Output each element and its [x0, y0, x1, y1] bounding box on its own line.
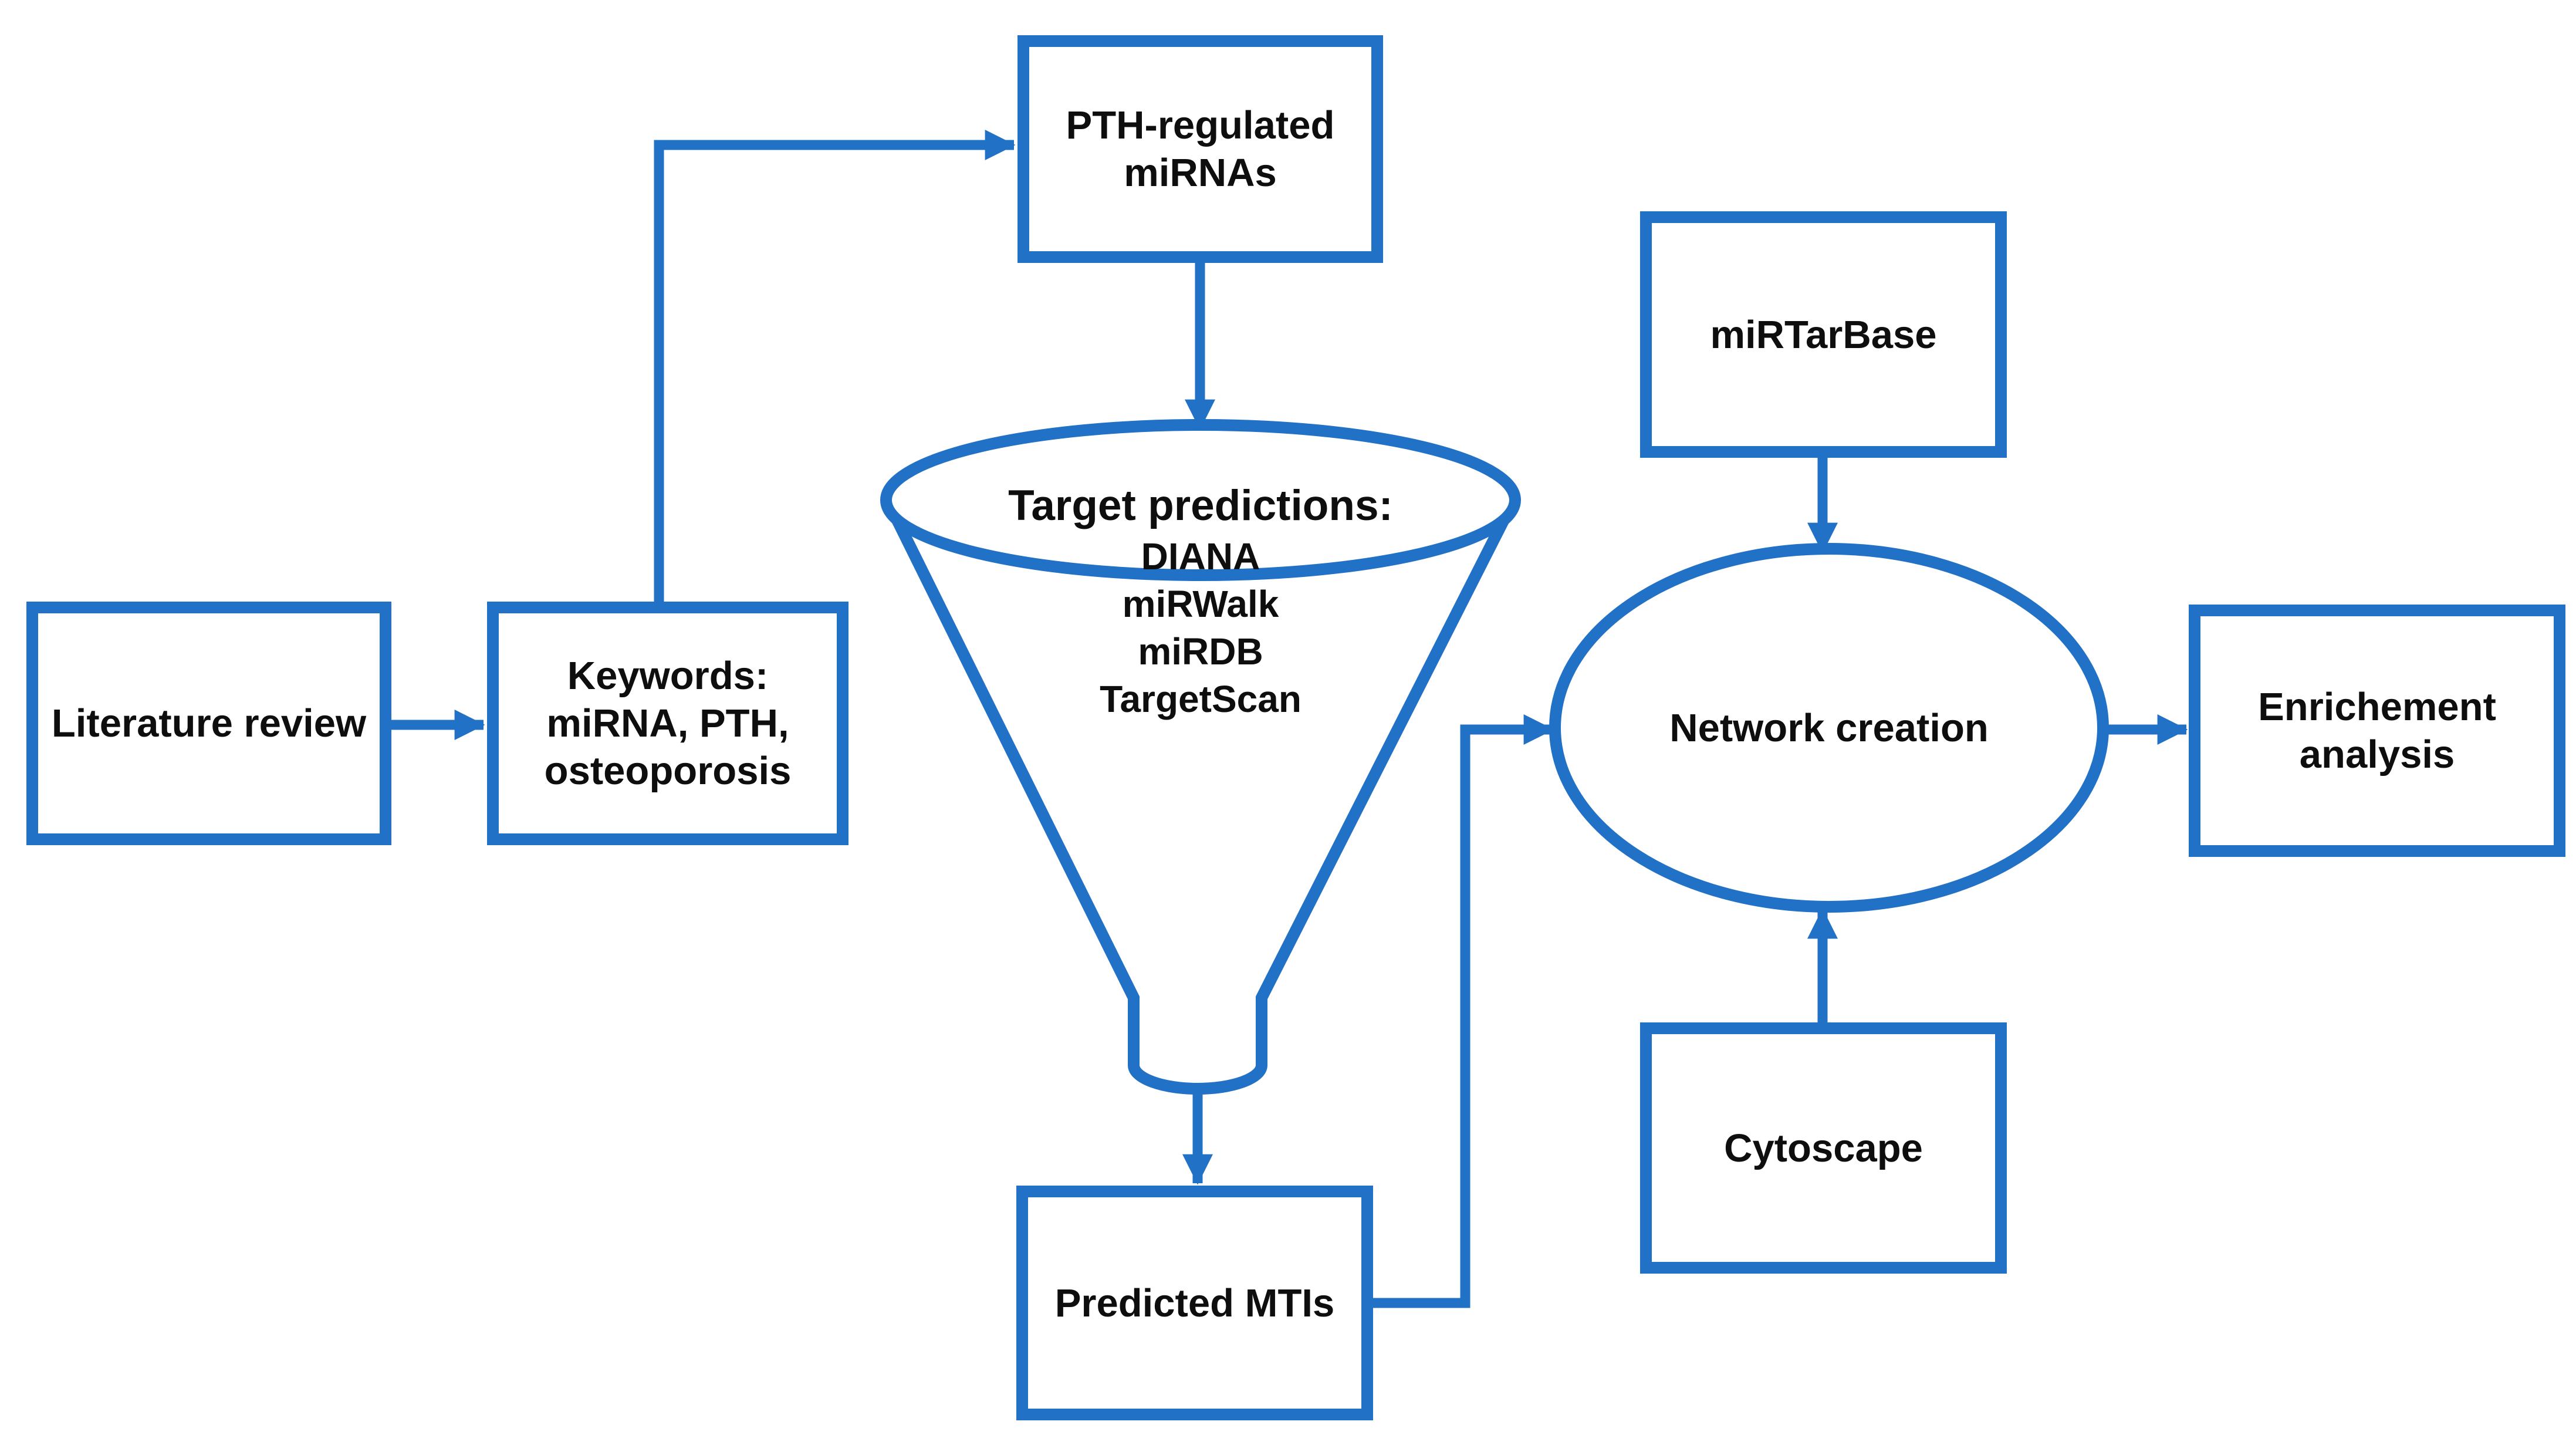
- funnel-top-ellipse: [880, 419, 1521, 581]
- node-pth-line1: PTH-regulated: [1066, 103, 1335, 147]
- arrow-predicted-to-network: [1373, 714, 1554, 1308]
- node-literature-review: Literature review: [26, 602, 391, 845]
- network-creation-ellipse: [1549, 543, 2109, 913]
- node-pth-regulated-mirnas: PTH-regulated miRNAs: [1017, 35, 1383, 263]
- node-literature-review-label: Literature review: [51, 701, 367, 745]
- node-mirtarbase: miRTarBase: [1640, 211, 2007, 458]
- node-predicted-mtis: Predicted MTIs: [1016, 1186, 1373, 1420]
- arrow-keywords-to-pth: [654, 130, 1016, 605]
- node-cytoscape: Cytoscape: [1640, 1022, 2007, 1274]
- node-keywords-line3: osteoporosis: [544, 749, 792, 793]
- funnel-body-shape: [882, 497, 1519, 1095]
- node-predicted-mtis-label: Predicted MTIs: [1054, 1281, 1335, 1325]
- node-enrichment-analysis: Enrichement analysis: [2189, 605, 2565, 857]
- node-cytoscape-label: Cytoscape: [1724, 1126, 1923, 1170]
- node-mirtarbase-label: miRTarBase: [1710, 312, 1937, 357]
- node-keywords-line1: Keywords:: [567, 654, 769, 698]
- node-pth-line2: miRNAs: [1124, 151, 1277, 195]
- node-enrichment-line1: Enrichement: [2258, 685, 2496, 729]
- node-keywords: Keywords: miRNA, PTH, osteoporosis: [487, 602, 848, 845]
- node-keywords-line2: miRNA, PTH,: [546, 701, 789, 745]
- node-enrichment-line2: analysis: [2299, 732, 2455, 776]
